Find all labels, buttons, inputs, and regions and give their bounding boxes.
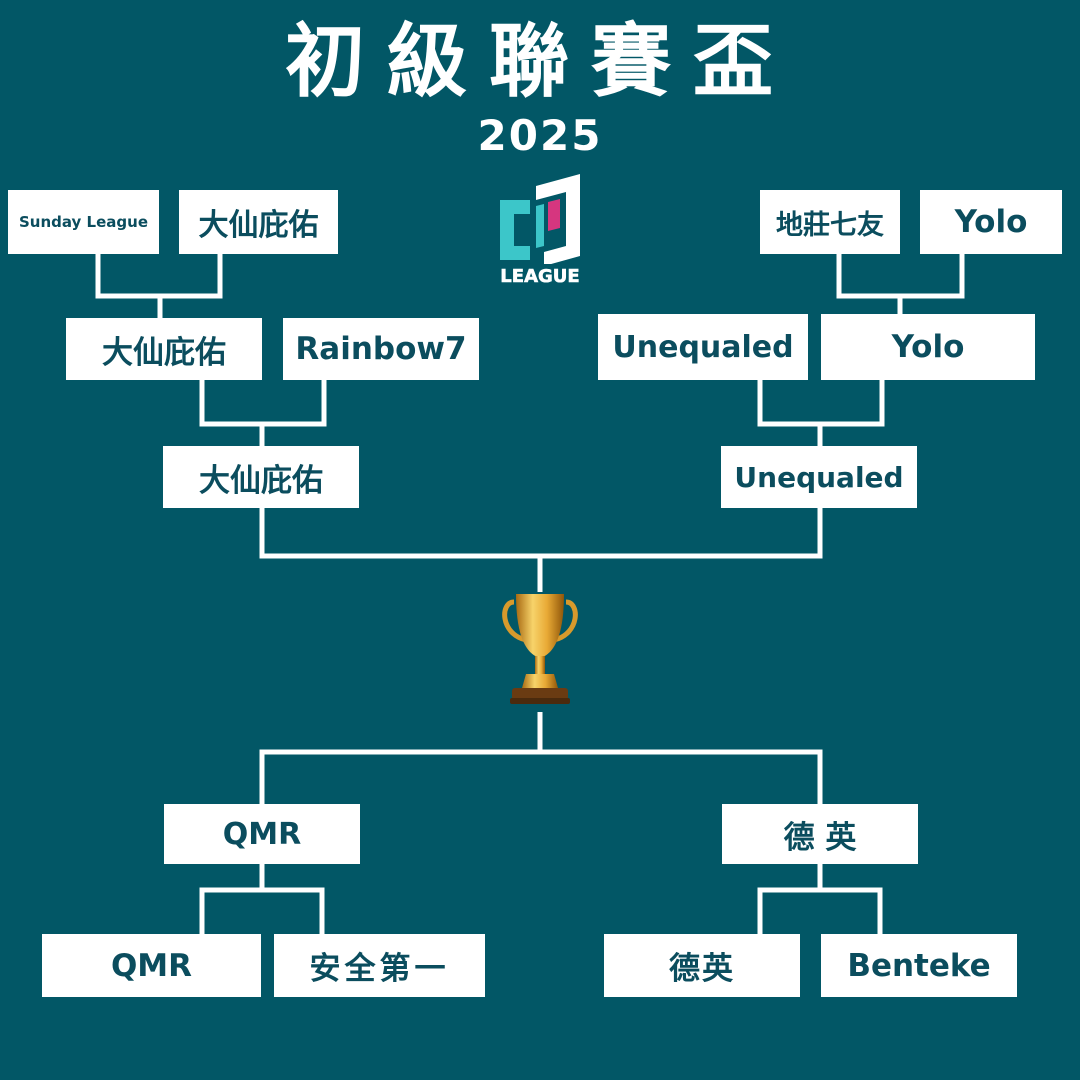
team-box-deying-r1: 德英 bbox=[604, 934, 800, 997]
team-box-dizhuang: 地莊七友 bbox=[760, 190, 900, 254]
logo-text: LEAGUE bbox=[500, 266, 579, 287]
team-box-qmr-winner: QMR bbox=[164, 804, 360, 864]
year-label: 2025 bbox=[477, 111, 603, 160]
page-title: 初級聯賽盃 bbox=[285, 15, 795, 108]
team-box-anquan: 安全第一 bbox=[274, 934, 485, 997]
team-box-unequaled-winner: Unequaled bbox=[721, 446, 917, 508]
team-box-sunday-league: Sunday League bbox=[8, 190, 159, 254]
league-logo: LEAGUE bbox=[494, 174, 586, 287]
team-box-qmr-r1: QMR bbox=[42, 934, 261, 997]
team-box-benteke: Benteke bbox=[821, 934, 1017, 997]
team-box-unequaled-r2: Unequaled bbox=[598, 314, 808, 380]
team-box-daxian-r1: 大仙庇佑 bbox=[179, 190, 338, 254]
team-box-deying-winner: 德 英 bbox=[722, 804, 918, 864]
team-box-yolo-r1: Yolo bbox=[920, 190, 1062, 254]
team-box-daxian-winner: 大仙庇佑 bbox=[163, 446, 359, 508]
team-box-rainbow7: Rainbow7 bbox=[283, 318, 479, 380]
trophy-icon bbox=[502, 594, 578, 704]
team-box-yolo-r2: Yolo bbox=[821, 314, 1035, 380]
team-box-daxian-r2: 大仙庇佑 bbox=[66, 318, 262, 380]
